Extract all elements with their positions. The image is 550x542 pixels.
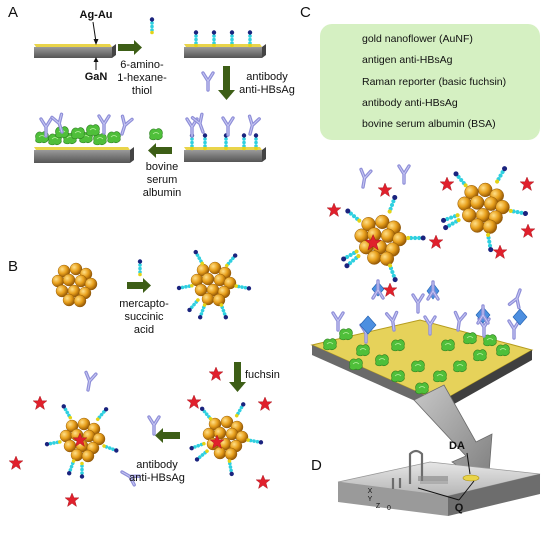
substrate-a4	[34, 147, 134, 163]
substrate-a1	[34, 44, 116, 58]
legend-label-bsa: bovine serum albumin (BSA)	[362, 118, 496, 130]
panel-b	[8, 249, 273, 507]
antibodies-a3	[185, 112, 261, 151]
step-a3-line3: albumin	[142, 187, 182, 199]
zoom-arrow	[413, 384, 493, 487]
label-q: Q	[454, 502, 464, 514]
antibodies-bsa-a4	[35, 112, 134, 146]
linker-icon-small	[149, 17, 155, 35]
legend-label-antigen: antigen anti-HBsAg	[362, 54, 453, 66]
legend-box	[320, 24, 540, 140]
legend-label-antibody: antibody anti-HBsAg	[362, 97, 458, 109]
panel-label-a: A	[8, 4, 19, 21]
pillars	[391, 449, 424, 489]
layer-bottom-label: GaN	[84, 71, 108, 83]
nanoflower-c1	[340, 194, 426, 283]
bsa-icon-a	[149, 128, 163, 141]
panel-d	[337, 449, 541, 516]
step-a2-line2: anti-HBsAg	[239, 84, 295, 96]
antibody-icon-b	[147, 415, 161, 436]
mercapto-icon	[137, 259, 143, 277]
step-a3-line2: serum	[146, 174, 178, 186]
panel-c	[310, 29, 536, 487]
nanoflower-c2	[440, 165, 529, 253]
arrow-b3	[155, 428, 180, 443]
label-da: DA	[449, 440, 465, 452]
panel-label-d: D	[311, 457, 322, 474]
arrow-a2	[218, 66, 235, 100]
layer-top-label: Ag-Au	[79, 9, 113, 21]
step-b3-line2: anti-HBsAg	[129, 472, 185, 484]
pointer-ag-au	[92, 21, 97, 43]
panel-label-c: C	[300, 4, 311, 21]
step-b3-line1: antibody	[136, 459, 178, 471]
detection-area	[462, 474, 480, 482]
grid-array	[418, 476, 448, 484]
axis-y: Y	[367, 496, 373, 503]
step-a3-line1: bovine	[145, 161, 179, 173]
step-a1-line2: 1-hexane-	[117, 72, 167, 84]
step-b1-line2: succinic	[124, 311, 164, 323]
arrow-a1	[118, 40, 142, 55]
axis-x: X	[367, 488, 373, 495]
step-b1-line3: acid	[133, 324, 155, 336]
substrate-a2	[184, 44, 266, 58]
step-a1-line1: 6-amino-	[120, 59, 164, 71]
nanoflower-antibody	[8, 370, 141, 507]
step-b2-label: fuchsin	[245, 369, 280, 381]
step-a1-line3: thiol	[131, 85, 153, 97]
nanoflower-fuchsin	[186, 394, 273, 489]
axis-z: Z	[375, 503, 381, 510]
step-b1-line1: mercapto-	[119, 298, 169, 310]
nanoflower-bare	[52, 263, 97, 307]
arrow-b2	[229, 362, 246, 392]
panel-a	[34, 17, 266, 163]
fuchsin-icon	[208, 366, 224, 381]
axis-origin: 0	[387, 505, 391, 512]
antibody-icon-a	[201, 71, 215, 92]
nanoflower-linkers	[176, 249, 252, 321]
arrow-b1	[127, 278, 151, 293]
legend-label-aunf: gold nanoflower (AuNF)	[362, 33, 473, 45]
panel-label-b: B	[8, 258, 19, 275]
arrow-a3	[148, 143, 172, 158]
step-a2-line1: antibody	[246, 71, 288, 83]
legend-label-raman: Raman reporter (basic fuchsin)	[362, 76, 507, 88]
